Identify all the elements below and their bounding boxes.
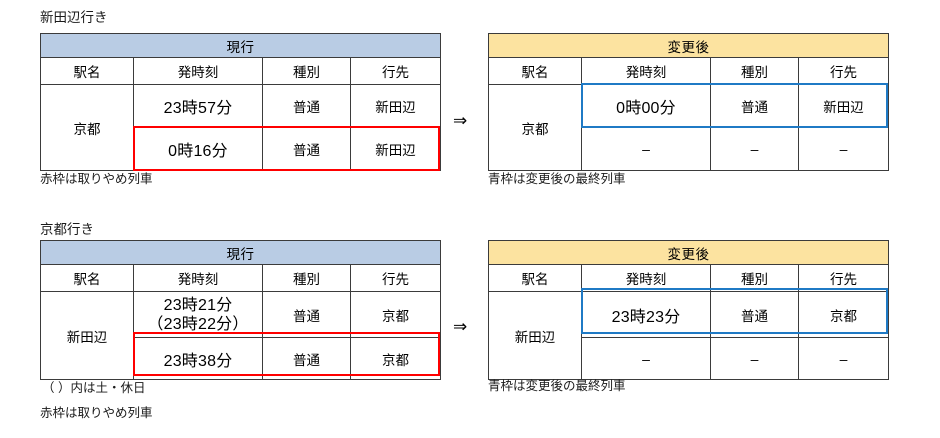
table-header-row: 変更後: [488, 240, 889, 265]
table-column-header-row: 駅名 発時刻 種別 行先: [40, 57, 441, 85]
cell-departure-time: 0時16分: [133, 127, 263, 171]
cell-destination: 京都: [350, 291, 441, 338]
column-header-type: 種別: [710, 264, 799, 292]
cell-departure-time: 23時23分: [581, 291, 711, 338]
table-header-current: 現行: [40, 240, 441, 265]
cell-destination: 新田辺: [350, 127, 441, 171]
cell-train-type: –: [710, 127, 799, 171]
cell-destination: 新田辺: [350, 84, 441, 128]
table-row: – – –: [489, 337, 889, 380]
cell-train-type: –: [710, 337, 799, 380]
column-header-type: 種別: [262, 57, 351, 85]
cell-train-type: 普通: [262, 84, 351, 128]
cell-station: 新田辺: [40, 291, 134, 380]
cell-departure-time: –: [581, 127, 711, 171]
revised-timetable-kyoto: 変更後 駅名 発時刻 種別 行先 新田辺 23時23分 普通 京都 – – –: [488, 240, 889, 380]
column-header-station: 駅名: [488, 264, 582, 292]
caption-red-box-shintanabe: 赤枠は取りやめ列車: [40, 172, 153, 186]
table-row: 新田辺 23時23分 普通 京都: [488, 291, 889, 380]
cell-train-type: 普通: [710, 291, 799, 338]
section-title-kyoto: 京都行き: [40, 222, 94, 237]
cell-station: 新田辺: [488, 291, 582, 380]
cell-departure-time: 23時21分 （23時22分）: [133, 291, 263, 338]
table-row: 23時38分 普通 京都: [41, 337, 441, 380]
section-title-shintanabe: 新田辺行き: [40, 10, 108, 25]
cell-destination: –: [798, 337, 889, 380]
cell-departure-time: 23時38分: [133, 337, 263, 380]
cell-station: 京都: [488, 84, 582, 171]
table-header-row: 現行: [40, 240, 441, 265]
table-header-current: 現行: [40, 33, 441, 58]
column-header-station: 駅名: [40, 264, 134, 292]
column-header-departure: 発時刻: [133, 57, 263, 85]
table-column-header-row: 駅名 発時刻 種別 行先: [40, 264, 441, 292]
column-header-departure: 発時刻: [133, 264, 263, 292]
table-header-row: 変更後: [488, 33, 889, 58]
transition-arrow-icon: ⇒: [453, 111, 468, 130]
column-header-destination: 行先: [798, 264, 889, 292]
cell-destination: 京都: [798, 291, 889, 338]
caption-parenthesis-note-kyoto: （ ）内は土・休日: [42, 381, 146, 395]
cell-train-type: 普通: [262, 291, 351, 338]
current-timetable-shintanabe: 現行 駅名 発時刻 種別 行先 京都 23時57分 普通 新田辺 0時16分 普…: [40, 33, 441, 171]
column-header-destination: 行先: [798, 57, 889, 85]
column-header-destination: 行先: [350, 57, 441, 85]
table-row: 京都 23時57分 普通 新田辺: [40, 84, 441, 171]
caption-blue-box-shintanabe: 青枠は変更後の最終列車: [488, 172, 626, 186]
column-header-destination: 行先: [350, 264, 441, 292]
caption-red-box-kyoto: 赤枠は取りやめ列車: [40, 406, 153, 420]
table-row: 0時16分 普通 新田辺: [41, 127, 441, 171]
column-header-station: 駅名: [488, 57, 582, 85]
cell-departure-time: 0時00分: [581, 84, 711, 128]
column-header-station: 駅名: [40, 57, 134, 85]
cell-departure-time: 23時57分: [133, 84, 263, 128]
current-timetable-kyoto: 現行 駅名 発時刻 種別 行先 新田辺 23時21分 （23時22分） 普通 京…: [40, 240, 441, 380]
column-header-departure: 発時刻: [581, 264, 711, 292]
column-header-departure: 発時刻: [581, 57, 711, 85]
column-header-type: 種別: [262, 264, 351, 292]
cell-train-type: 普通: [710, 84, 799, 128]
transition-arrow-icon: ⇒: [453, 317, 468, 336]
table-column-header-row: 駅名 発時刻 種別 行先: [488, 57, 889, 85]
cell-train-type: 普通: [262, 127, 351, 171]
table-header-revised: 変更後: [488, 33, 889, 58]
cell-departure-time-holiday: （23時22分）: [147, 315, 249, 333]
cell-destination: 新田辺: [798, 84, 889, 128]
revised-timetable-shintanabe: 変更後 駅名 発時刻 種別 行先 京都 0時00分 普通 新田辺 – – –: [488, 33, 889, 171]
caption-blue-box-kyoto: 青枠は変更後の最終列車: [488, 379, 626, 393]
table-row: 新田辺 23時21分 （23時22分） 普通 京都: [40, 291, 441, 380]
cell-destination: 京都: [350, 337, 441, 380]
column-header-type: 種別: [710, 57, 799, 85]
cell-train-type: 普通: [262, 337, 351, 380]
table-column-header-row: 駅名 発時刻 種別 行先: [488, 264, 889, 292]
cell-station: 京都: [40, 84, 134, 171]
cell-destination: –: [798, 127, 889, 171]
cell-departure-time: –: [581, 337, 711, 380]
table-header-row: 現行: [40, 33, 441, 58]
cell-departure-time-weekday: 23時21分: [163, 296, 233, 314]
table-header-revised: 変更後: [488, 240, 889, 265]
table-row: 京都 0時00分 普通 新田辺: [488, 84, 889, 171]
table-row: – – –: [489, 127, 889, 171]
